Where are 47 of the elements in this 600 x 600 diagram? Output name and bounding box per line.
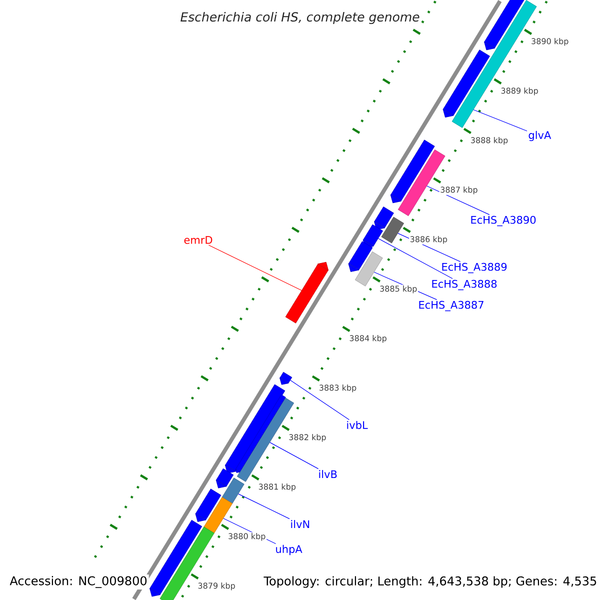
gene-label: uhpA bbox=[276, 544, 302, 556]
scale-label: 3880 kbp bbox=[227, 532, 267, 542]
gene-block bbox=[354, 251, 383, 286]
scale-label: 3889 kbp bbox=[500, 86, 540, 96]
scale-label: 3883 kbp bbox=[318, 384, 358, 394]
gene-label: glvA bbox=[528, 130, 552, 142]
gene-block bbox=[280, 372, 292, 385]
scale-label: 3888 kbp bbox=[470, 136, 509, 146]
leader-line bbox=[473, 109, 528, 132]
scale-label: 3881 kbp bbox=[258, 482, 297, 492]
gene-block bbox=[381, 216, 404, 244]
accession-text: Accession: NC_009800 bbox=[8, 574, 149, 590]
gene-label: EcHS_A3890 bbox=[471, 216, 536, 226]
gene-label: ilvB bbox=[319, 470, 337, 478]
gene-label: EcHS_A3889 bbox=[442, 262, 507, 274]
gene-label: ilvN bbox=[291, 520, 310, 528]
gene-block bbox=[195, 488, 222, 522]
leader-line bbox=[426, 186, 490, 215]
scale-label: 3890 kbp bbox=[530, 37, 570, 47]
scale-label: 3885 kbp bbox=[378, 284, 418, 294]
gene-block bbox=[216, 468, 234, 488]
scale-label: 3886 kbp bbox=[409, 235, 448, 245]
gene-block bbox=[442, 50, 490, 118]
scale-label: 3884 kbp bbox=[348, 334, 388, 344]
leader-line bbox=[378, 238, 453, 279]
leader-line bbox=[290, 380, 350, 420]
leader-line bbox=[270, 442, 319, 470]
gene-block bbox=[348, 241, 373, 272]
scale-label: 3887 kbp bbox=[439, 186, 479, 196]
gene-block bbox=[484, 0, 525, 50]
gene-block bbox=[222, 478, 244, 504]
scale-label: 3879 kbp bbox=[196, 582, 236, 592]
leader-line bbox=[238, 494, 290, 520]
gene-label: EcHS_A3887 bbox=[419, 300, 484, 312]
gene-block bbox=[285, 262, 329, 324]
gene-block bbox=[374, 206, 394, 230]
title: Escherichia coli HS, complete genome bbox=[180, 12, 420, 24]
gene-label: EcHS_A3888 bbox=[432, 280, 497, 290]
gene-block bbox=[362, 224, 383, 248]
gene-block bbox=[390, 140, 435, 204]
gene-label: emrD bbox=[184, 236, 212, 244]
gene-label: ivbL bbox=[347, 420, 368, 430]
scale-label: 3882 kbp bbox=[288, 433, 328, 443]
leader-line bbox=[208, 244, 302, 291]
gene-block bbox=[235, 394, 286, 473]
gene-block bbox=[204, 497, 233, 534]
genome-info-text: Topology: circular; Length: 4,643,538 bp; Genes: 4,535 bbox=[262, 574, 599, 590]
